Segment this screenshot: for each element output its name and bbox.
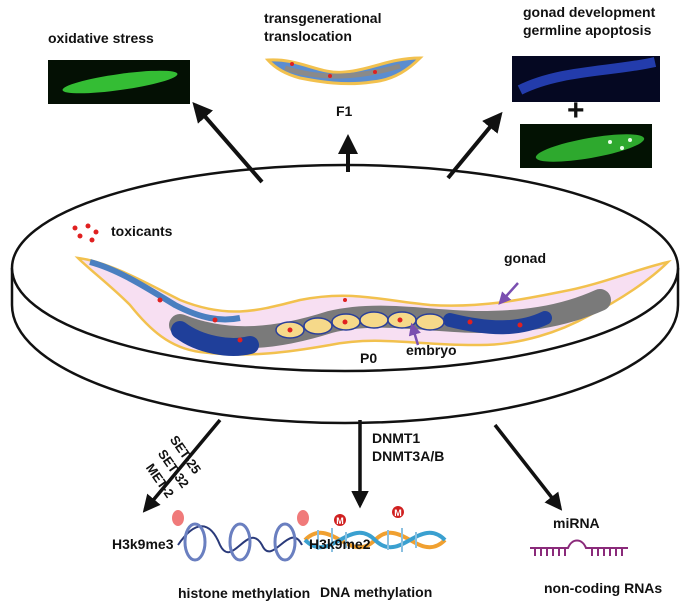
plus-sign: + bbox=[567, 94, 585, 127]
label-embryo: embryo bbox=[406, 342, 457, 358]
worm-p0 bbox=[74, 256, 672, 356]
label-f1: F1 bbox=[336, 103, 353, 119]
label-histone-methylation: histone methylation bbox=[178, 585, 311, 601]
arrow-to-mirna bbox=[493, 423, 563, 511]
label-dnmt3ab: DNMT3A/B bbox=[372, 448, 445, 464]
label-h3k9me2: H3k9me2 bbox=[309, 536, 371, 552]
arrow-to-gonad bbox=[446, 111, 503, 180]
label-gonad-development: gonad development bbox=[523, 4, 656, 20]
methyl-mark-2: M bbox=[394, 508, 402, 518]
label-oxidative-stress: oxidative stress bbox=[48, 30, 154, 46]
arrow-to-histone bbox=[142, 418, 222, 513]
embryo-pointer-arrow bbox=[408, 322, 421, 346]
gonad-pointer-arrow bbox=[498, 282, 519, 305]
dna-helix-illustration bbox=[303, 506, 447, 552]
label-mirna: miRNA bbox=[553, 515, 600, 531]
methyl-mark-1: M bbox=[336, 516, 344, 526]
label-p0: P0 bbox=[360, 350, 378, 366]
label-noncoding-rnas: non-coding RNAs bbox=[544, 580, 663, 596]
label-dnmt1: DNMT1 bbox=[372, 430, 421, 446]
label-transgenerational: transgenerational bbox=[264, 10, 382, 26]
germline-apoptosis-image bbox=[520, 124, 652, 168]
toxicant-dots bbox=[72, 223, 99, 243]
gonad-development-image bbox=[512, 56, 660, 102]
label-germline-apoptosis: germline apoptosis bbox=[523, 22, 652, 38]
worm-f1 bbox=[264, 56, 424, 86]
arrow-to-oxidative bbox=[192, 101, 264, 184]
label-h3k9me3: H3k9me3 bbox=[112, 536, 174, 552]
label-gonad: gonad bbox=[504, 250, 546, 266]
label-dna-methylation: DNA methylation bbox=[320, 584, 433, 600]
mirna-illustration bbox=[530, 539, 628, 556]
histone-illustration bbox=[172, 510, 309, 562]
label-translocation: translocation bbox=[264, 28, 352, 44]
oxidative-stress-image bbox=[48, 60, 190, 104]
embryo-chain bbox=[275, 311, 445, 339]
label-toxicants: toxicants bbox=[111, 223, 173, 239]
